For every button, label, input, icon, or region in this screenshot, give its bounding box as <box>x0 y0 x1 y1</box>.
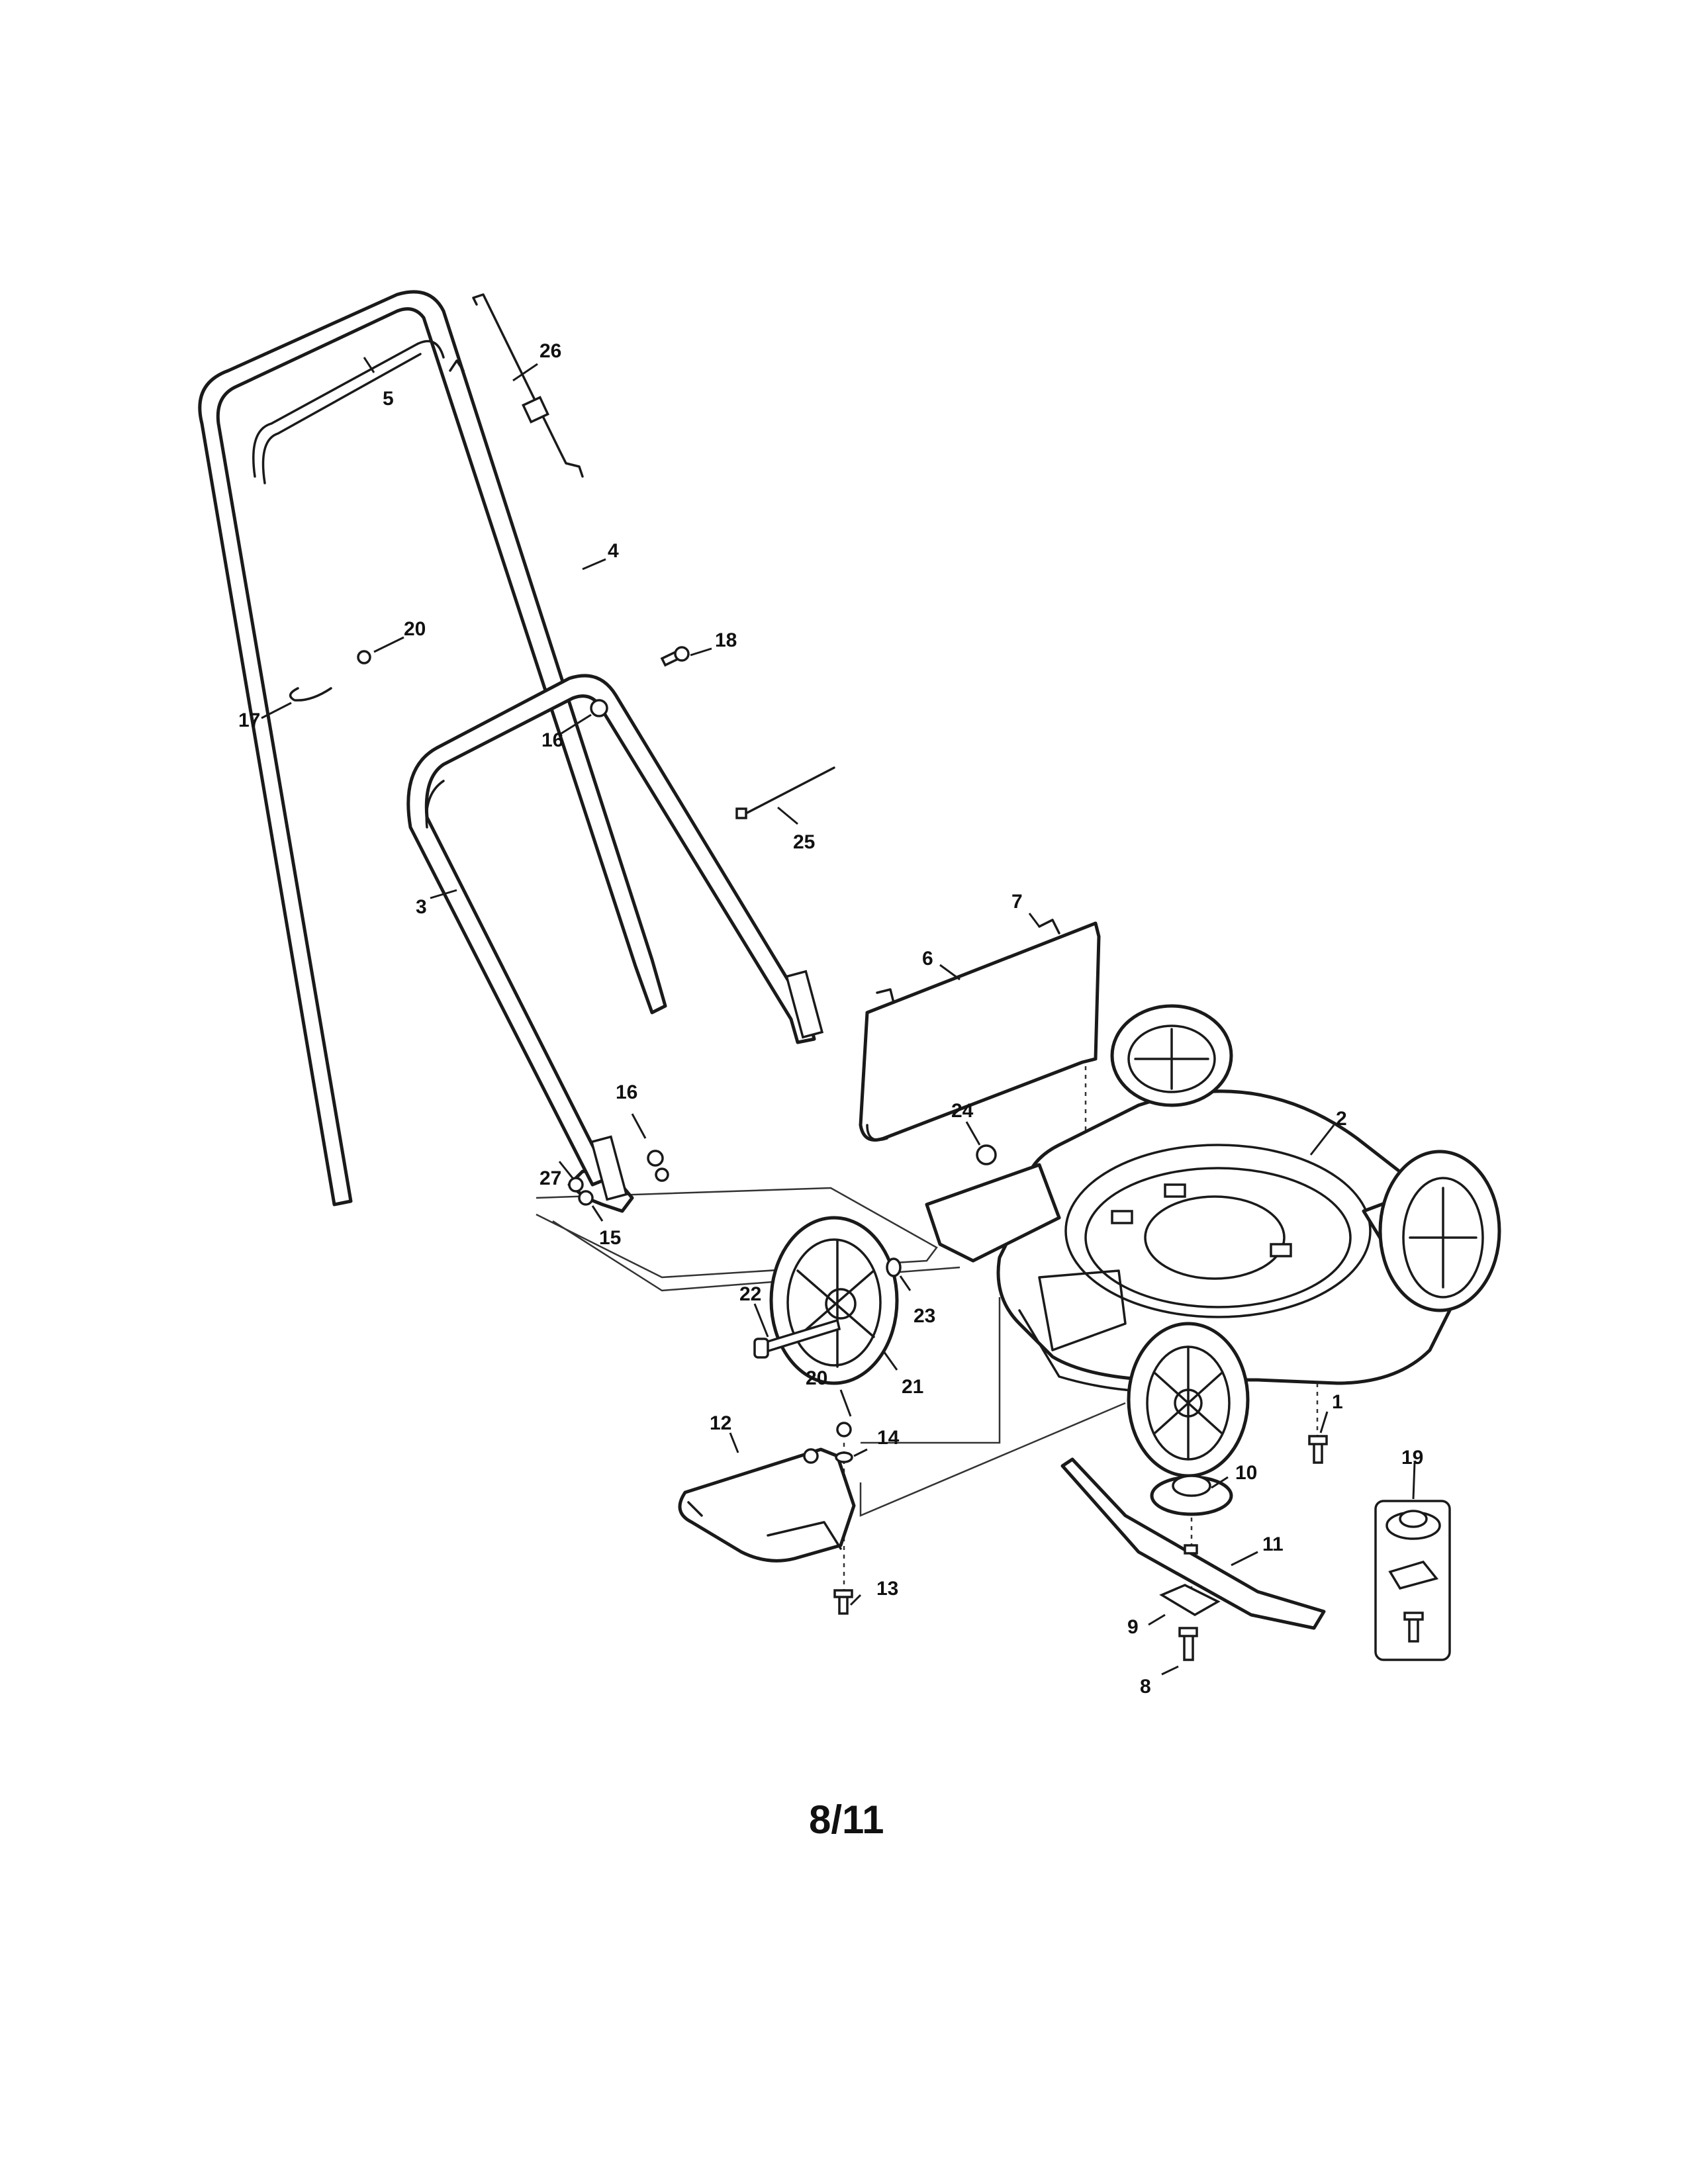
blade-bolt <box>1178 1627 1198 1661</box>
blade-adapter-kit-inset <box>1374 1500 1451 1661</box>
handle-brackets <box>590 970 824 1201</box>
blade-adapter <box>1150 1475 1233 1516</box>
rear-wheel-21 <box>769 1216 899 1385</box>
cable-tie <box>735 766 835 819</box>
leader-lines <box>261 357 1416 1676</box>
callout-9: 9 <box>1127 1616 1139 1638</box>
front-left-wheel <box>1127 1322 1250 1478</box>
blade-bell-support <box>1159 1584 1221 1617</box>
callout-6: 6 <box>922 948 933 970</box>
callout-3: 3 <box>416 896 427 918</box>
lower-handle <box>406 674 816 1213</box>
page-number: 8/11 <box>809 1797 884 1842</box>
callout-13: 13 <box>876 1578 898 1600</box>
callout-7: 7 <box>1011 891 1023 913</box>
callout-22: 22 <box>739 1283 761 1305</box>
callout-27: 27 <box>539 1167 561 1189</box>
callout-8: 8 <box>1140 1676 1151 1698</box>
callout-17: 17 <box>238 709 260 731</box>
callout-26: 26 <box>539 340 561 362</box>
callout-14: 14 <box>877 1427 900 1449</box>
control-cable <box>449 293 584 478</box>
callout-16-lower: 16 <box>616 1081 637 1103</box>
callout-5: 5 <box>383 388 394 410</box>
callout-1: 1 <box>1332 1391 1343 1413</box>
rear-left-wheel <box>1110 1004 1233 1107</box>
discharge-chute <box>678 1422 856 1615</box>
callout-4: 4 <box>608 540 619 562</box>
callout-15: 15 <box>599 1227 621 1249</box>
rear-flap <box>859 919 1101 1142</box>
callout-20-lower: 20 <box>806 1367 827 1389</box>
callout-2: 2 <box>1336 1108 1347 1130</box>
callout-12: 12 <box>710 1412 731 1434</box>
callout-23: 23 <box>914 1305 935 1327</box>
callout-20-upper: 20 <box>404 618 426 640</box>
handle-hardware <box>289 646 690 1206</box>
front-right-wheel <box>1378 1150 1501 1312</box>
callout-24: 24 <box>951 1100 974 1122</box>
callout-16-upper: 16 <box>541 729 563 751</box>
callout-10: 10 <box>1235 1462 1257 1484</box>
upper-handle <box>198 290 667 1206</box>
callout-labels: 1 2 3 4 5 6 7 8 9 10 11 12 13 14 15 16 1… <box>238 340 1423 1698</box>
callout-11: 11 <box>1262 1533 1284 1555</box>
callout-21: 21 <box>902 1376 923 1398</box>
callout-19: 19 <box>1401 1447 1423 1469</box>
mower-blade <box>1060 1457 1326 1630</box>
callout-25: 25 <box>793 831 815 853</box>
wheel-hardware <box>753 1144 1328 1464</box>
callout-18: 18 <box>715 629 737 651</box>
